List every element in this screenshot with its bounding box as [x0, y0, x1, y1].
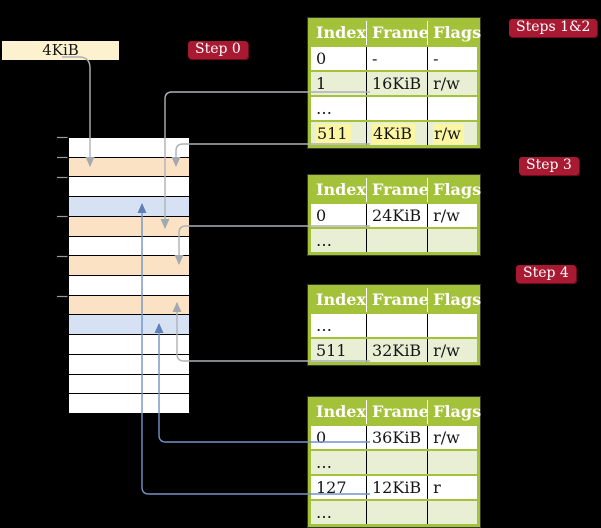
root-table-frame-label: 4KiB [2, 41, 119, 60]
memory-frame-row-12-white [69, 354, 189, 375]
table-cell: 24KiB [365, 202, 428, 228]
memory-frame-row-6-white [69, 236, 189, 257]
table-cell: 511 [309, 337, 367, 364]
memory-frame-row-2-orange [69, 157, 189, 178]
table-row: 0-- [309, 45, 479, 71]
table-cell: r/w [427, 337, 479, 364]
table-cell: 4KiB [365, 120, 428, 147]
table-cell: 0 [309, 202, 367, 228]
table-row: … [309, 499, 479, 526]
table-cell: r [427, 474, 479, 500]
table-row: 511 4KiB r/w [309, 120, 479, 147]
badge-step-3: Step 3 [519, 157, 579, 175]
table-cell: r/w [427, 424, 479, 450]
table-cell: 1 [309, 70, 367, 96]
table-cell: - [365, 45, 428, 71]
memory-frame-row-8-white [69, 276, 189, 296]
column-header-flags: Flags [427, 398, 481, 425]
table-row: … [309, 449, 479, 475]
memory-frame-row-10-blue [69, 315, 189, 336]
table-cell: r/w [427, 202, 479, 228]
memory-frame-row-1-white [69, 138, 189, 158]
table-cell: 0 [309, 45, 367, 71]
column-header-frame: Frame [365, 176, 429, 203]
table-cell [365, 449, 428, 475]
column-header-flags: Flags [427, 286, 481, 313]
table-cell [427, 95, 479, 121]
table-cell: 127 [309, 474, 367, 500]
table-cell: 32KiB [365, 337, 428, 364]
column-header-frame: Frame [365, 19, 429, 46]
table-cell: 0 [309, 424, 367, 450]
memory-tick-marks [57, 136, 68, 298]
table-cell: 12KiB [365, 474, 428, 500]
memory-frame-row-13-white [69, 374, 189, 395]
highlighted-value: 4KiB [372, 124, 416, 144]
table-cell: … [309, 95, 367, 121]
memory-frame-row-5-orange [69, 216, 189, 237]
column-header-index: Index [309, 286, 367, 313]
physical-memory-column [68, 137, 190, 414]
table-cell: - [427, 45, 479, 71]
table-cell: 16KiB [365, 70, 428, 96]
table-cell [427, 499, 479, 526]
badge-step-4: Step 4 [516, 265, 576, 283]
table-cell [365, 227, 428, 254]
column-header-flags: Flags [427, 176, 481, 203]
table-row: … [309, 227, 479, 254]
highlighted-value: r/w [433, 124, 464, 144]
highlighted-value: 511 [316, 124, 351, 144]
table-cell: … [309, 449, 367, 475]
table-cell: 511 [309, 120, 367, 147]
table-cell [365, 499, 428, 526]
table-cell [365, 95, 428, 121]
table-cell [365, 312, 428, 338]
table-row: … [309, 95, 479, 121]
column-header-index: Index [309, 398, 367, 425]
memory-frame-row-14-white [69, 394, 189, 414]
badge-steps-1-2: Steps 1&2 [509, 19, 598, 37]
memory-frame-row-7-orange [69, 256, 189, 277]
table-cell: … [309, 499, 367, 526]
table-cell: r/w [427, 120, 479, 147]
table-cell: … [309, 312, 367, 338]
column-header-frame: Frame [365, 286, 429, 313]
memory-frame-row-3-white [69, 177, 189, 198]
table-cell [427, 449, 479, 475]
column-header-index: Index [309, 19, 367, 46]
table-cell: r/w [427, 70, 479, 96]
memory-frame-row-11-white [69, 335, 189, 355]
badge-step-0: Step 0 [188, 41, 248, 59]
table-row: … [309, 312, 479, 338]
column-header-flags: Flags [427, 19, 481, 46]
column-header-index: Index [309, 176, 367, 203]
memory-frame-row-9-orange [69, 295, 189, 316]
table-cell: … [309, 227, 367, 254]
table-cell: 36KiB [365, 424, 428, 450]
table-cell [427, 312, 479, 338]
memory-frame-row-4-blue [69, 197, 189, 217]
column-header-frame: Frame [365, 398, 429, 425]
table-cell [427, 227, 479, 254]
